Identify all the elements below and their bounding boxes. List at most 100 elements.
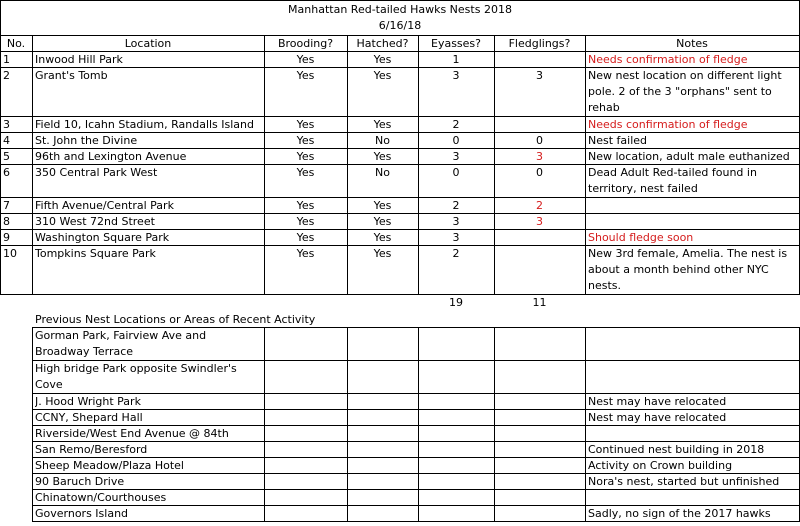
sheet-date: 6/16/18 bbox=[378, 19, 422, 32]
nest-cell-brooding: Yes bbox=[296, 150, 315, 163]
nest-cell-brooding: Yes bbox=[296, 247, 315, 260]
grid-line bbox=[418, 327, 419, 521]
grid-line bbox=[32, 409, 800, 410]
nest-cell-no: 5 bbox=[3, 150, 10, 163]
nest-cell-notes bbox=[588, 214, 796, 229]
nest-cell-eyasses: 2 bbox=[452, 247, 460, 260]
column-header-eyasses: Eyasses? bbox=[431, 37, 481, 50]
grid-line bbox=[32, 327, 33, 521]
total-eyasses: 19 bbox=[449, 296, 463, 309]
nest-cell-eyasses: 1 bbox=[452, 53, 460, 66]
column-header-hatched: Hatched? bbox=[356, 37, 409, 50]
nest-cell-brooding: Yes bbox=[296, 118, 315, 131]
nest-cell-fledglings bbox=[497, 117, 582, 132]
nest-cell-location: Inwood Hill Park bbox=[35, 53, 123, 66]
nest-cell-brooding: Yes bbox=[296, 231, 315, 244]
nest-cell-fledglings bbox=[497, 230, 582, 245]
nest-cell-notes: Dead Adult Red-tailed found in territory… bbox=[588, 166, 757, 195]
nest-cell-notes: Needs confirmation of fledge bbox=[588, 53, 748, 66]
grid-line bbox=[0, 164, 800, 165]
nest-cell-no: 4 bbox=[3, 134, 10, 147]
nest-cell-notes bbox=[588, 198, 796, 213]
column-header-no: No. bbox=[6, 37, 26, 50]
nest-cell-location: 350 Central Park West bbox=[35, 166, 158, 179]
nest-cell-fledglings: 3 bbox=[536, 69, 543, 82]
previous-notes bbox=[588, 490, 796, 505]
nest-cell-eyasses: 2 bbox=[452, 118, 460, 131]
previous-notes: Nest may have relocated bbox=[588, 411, 727, 424]
nest-cell-brooding: Yes bbox=[296, 199, 315, 212]
nest-cell-eyasses: 2 bbox=[452, 199, 460, 212]
previous-location: J. Hood Wright Park bbox=[35, 395, 141, 408]
column-header-brooding: Brooding? bbox=[277, 37, 334, 50]
column-header-location: Location bbox=[124, 37, 172, 50]
nest-cell-hatched: Yes bbox=[373, 215, 392, 228]
previous-locations-heading: Previous Nest Locations or Areas of Rece… bbox=[35, 313, 316, 326]
nest-cell-eyasses: 3 bbox=[452, 231, 460, 244]
nest-cell-location: Fifth Avenue/Central Park bbox=[35, 199, 174, 212]
nest-cell-hatched: Yes bbox=[373, 199, 392, 212]
nest-cell-notes: New nest location on different light pol… bbox=[588, 69, 782, 114]
grid-line bbox=[32, 441, 800, 442]
nest-cell-fledglings: 2 bbox=[536, 199, 543, 212]
nest-cell-hatched: Yes bbox=[373, 231, 392, 244]
grid-line bbox=[0, 229, 800, 230]
nest-cell-eyasses: 0 bbox=[452, 166, 460, 179]
nest-cell-brooding: Yes bbox=[296, 69, 315, 82]
grid-line bbox=[32, 521, 800, 522]
grid-line bbox=[0, 245, 800, 246]
previous-notes: Nest may have relocated bbox=[588, 395, 727, 408]
previous-location: Riverside/West End Avenue @ 84th bbox=[35, 427, 229, 440]
column-header-notes: Notes bbox=[676, 37, 708, 50]
grid-line bbox=[32, 457, 800, 458]
nest-cell-hatched: No bbox=[375, 166, 390, 179]
previous-notes bbox=[588, 426, 796, 441]
previous-location: Sheep Meadow/Plaza Hotel bbox=[35, 459, 184, 472]
grid-line bbox=[0, 0, 1, 295]
grid-line bbox=[32, 327, 800, 328]
previous-location: CCNY, Shepard Hall bbox=[35, 411, 143, 424]
nest-cell-no: 9 bbox=[3, 231, 10, 244]
grid-line bbox=[0, 132, 800, 133]
grid-line bbox=[32, 489, 800, 490]
previous-notes: Continued nest building in 2018 bbox=[588, 443, 765, 456]
previous-location: San Remo/Beresford bbox=[35, 443, 148, 456]
grid-line bbox=[494, 327, 495, 521]
previous-location: 90 Baruch Drive bbox=[35, 475, 125, 488]
previous-notes: Activity on Crown building bbox=[588, 459, 733, 472]
grid-line bbox=[264, 35, 265, 294]
previous-notes: Nora's nest, started but unfinished bbox=[588, 475, 780, 488]
nest-cell-hatched: Yes bbox=[373, 247, 392, 260]
previous-location: Chinatown/Courthouses bbox=[35, 491, 167, 504]
nest-cell-fledglings: 0 bbox=[536, 134, 543, 147]
grid-line bbox=[494, 35, 495, 294]
nest-cell-notes: Needs confirmation of fledge bbox=[588, 118, 748, 131]
nest-cell-brooding: Yes bbox=[296, 53, 315, 66]
nest-cell-brooding: Yes bbox=[296, 134, 315, 147]
grid-line bbox=[32, 393, 800, 394]
nest-cell-fledglings: 3 bbox=[536, 215, 543, 228]
nest-cell-location: Field 10, Icahn Stadium, Randalls Island bbox=[35, 118, 255, 131]
grid-line bbox=[32, 425, 800, 426]
grid-line bbox=[0, 35, 800, 36]
nest-cell-brooding: Yes bbox=[296, 215, 315, 228]
nest-cell-eyasses: 3 bbox=[452, 215, 460, 228]
previous-location: High bridge Park opposite Swindler's Cov… bbox=[35, 362, 237, 391]
nest-cell-location: Tompkins Square Park bbox=[35, 247, 156, 260]
nest-cell-fledglings: 0 bbox=[536, 166, 543, 179]
nest-cell-no: 1 bbox=[3, 53, 10, 66]
nest-cell-fledglings: 3 bbox=[536, 150, 543, 163]
column-header-fledglings: Fledglings? bbox=[508, 37, 571, 50]
nest-cell-location: Washington Square Park bbox=[35, 231, 170, 244]
nest-cell-no: 8 bbox=[3, 215, 10, 228]
previous-notes: Sadly, no sign of the 2017 hawks bbox=[588, 507, 771, 520]
total-fledglings: 11 bbox=[532, 296, 547, 309]
grid-line bbox=[32, 35, 33, 294]
nest-cell-no: 2 bbox=[3, 69, 10, 82]
grid-line bbox=[0, 51, 800, 52]
grid-line bbox=[0, 67, 800, 68]
nest-cell-location: Grant's Tomb bbox=[35, 69, 108, 82]
nest-cell-no: 3 bbox=[3, 118, 10, 131]
nest-cell-hatched: Yes bbox=[373, 118, 392, 131]
